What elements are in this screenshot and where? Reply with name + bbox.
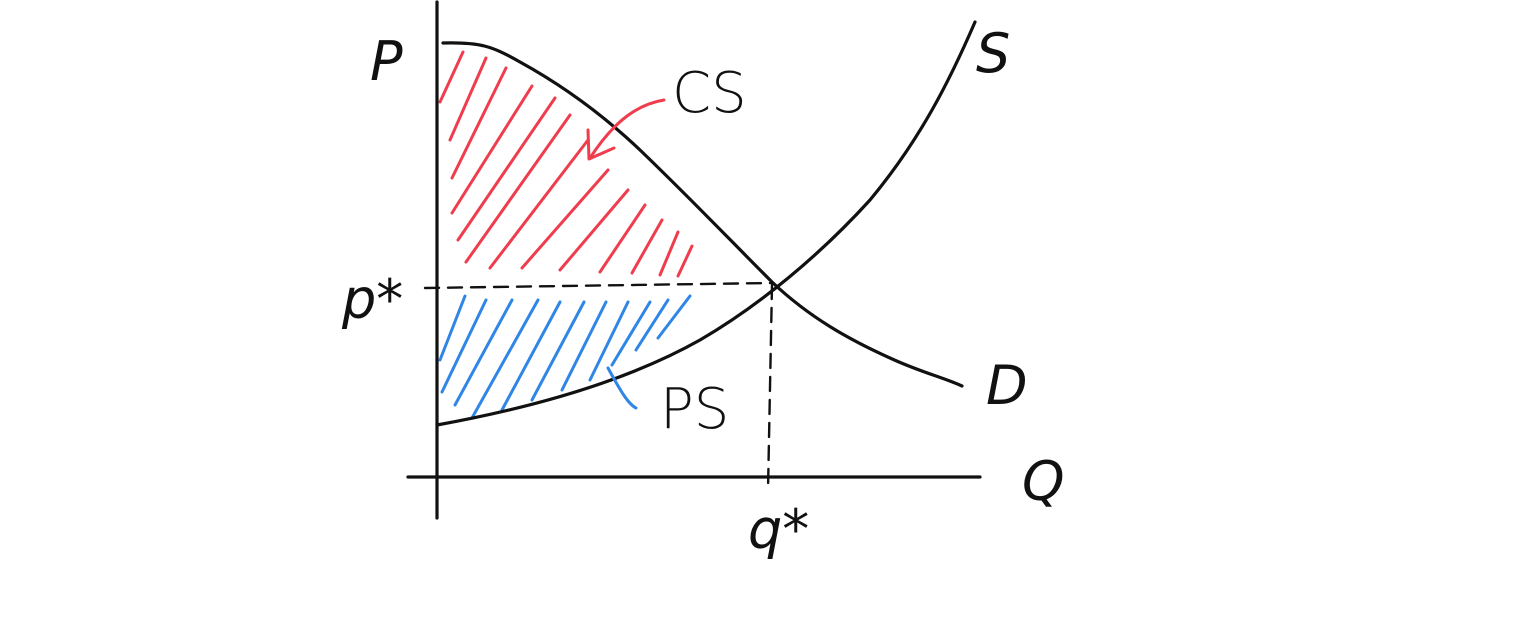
cs-hatch-line-7: [488, 138, 590, 270]
ps-hatch-line-10: [634, 298, 670, 352]
cs-hatch-line-2: [448, 56, 488, 142]
consumer-surplus-label: CS: [672, 61, 747, 126]
producer-surplus-label: PS: [660, 377, 729, 442]
cs-hatch-line-5: [456, 96, 557, 242]
ps-hatch-line-9: [610, 300, 652, 367]
cs-hatch-line-4: [450, 84, 534, 215]
supply-curve: [435, 20, 977, 427]
producer-surplus-hatching: [438, 294, 692, 420]
ps-hatch-line-5: [500, 300, 562, 412]
ps-hatch-line-4: [470, 298, 540, 420]
cs-hatch-line-9: [558, 188, 630, 272]
cs-hatch-line-6: [464, 113, 572, 264]
ps-hatch-line-11: [656, 294, 692, 340]
cs-hatch-line-1: [438, 50, 465, 104]
cs-hatch-line-3: [450, 66, 508, 180]
equilibrium-price-line: [423, 281, 774, 290]
demand-curve: [441, 41, 964, 388]
ps-hatch-line-3: [453, 298, 514, 407]
cs-hatch-line-10: [598, 203, 647, 274]
equilibrium-quantity-line: [766, 283, 774, 492]
ps-hatch-line-7: [560, 300, 608, 392]
equilibrium-quantity-label: q*: [748, 498, 809, 561]
consumer-surplus-hatching: [438, 50, 694, 278]
cs-arrow: [586, 98, 666, 161]
cs-hatch-line-11: [630, 218, 664, 275]
supply-label: S: [976, 22, 1010, 85]
cs-hatch-line-8: [520, 168, 610, 270]
ps-hatch-line-6: [530, 300, 586, 402]
ps-arrow: [606, 366, 638, 410]
ps-hatch-line-1: [438, 294, 467, 362]
ps-hatch-line-2: [440, 298, 488, 394]
demand-label: D: [986, 354, 1028, 417]
equilibrium-price-label: p*: [341, 268, 403, 331]
quantity-axis-label: Q: [1022, 450, 1065, 513]
cs-hatch-line-13: [676, 244, 694, 278]
ps-hatch-line-8: [588, 300, 630, 382]
price-axis-label: P: [370, 30, 403, 93]
cs-hatch-line-12: [658, 230, 680, 277]
